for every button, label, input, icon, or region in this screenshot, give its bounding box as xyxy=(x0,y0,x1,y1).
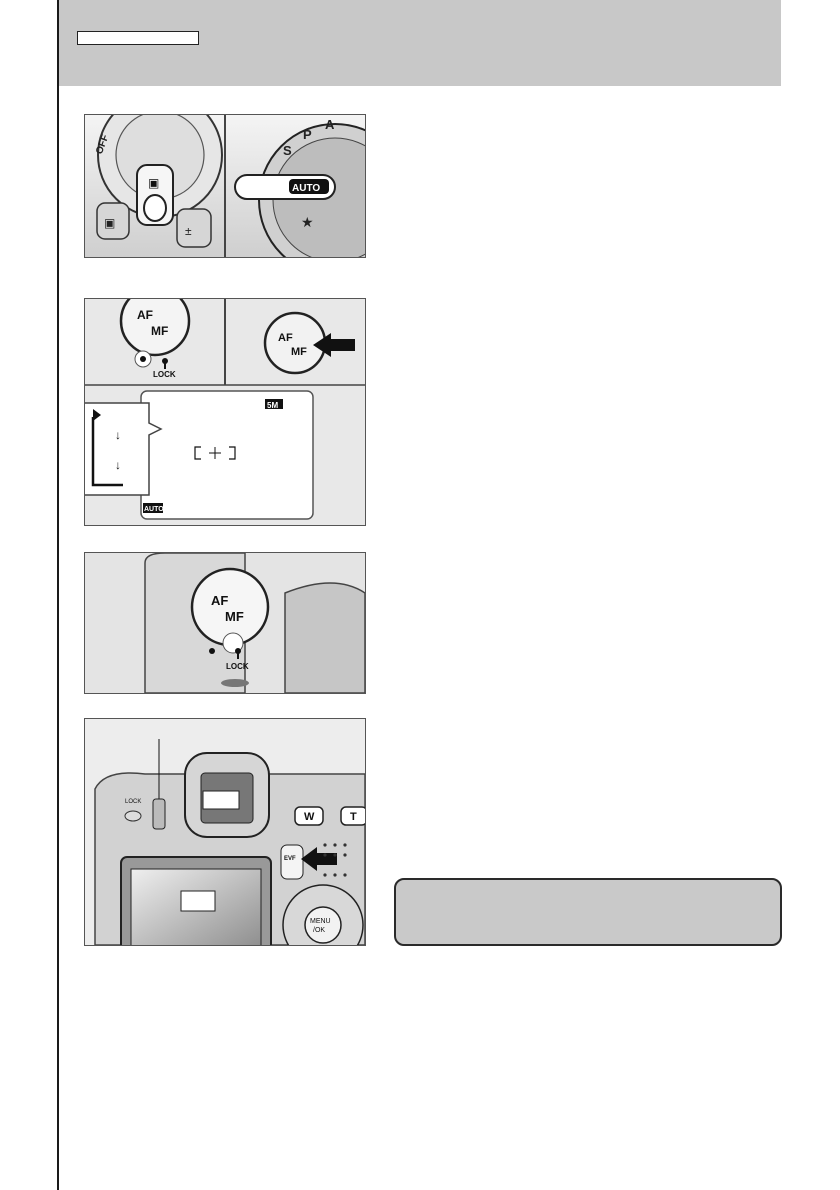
tele-label: T xyxy=(350,811,357,823)
evf-button-label: EVF xyxy=(284,856,296,862)
down-arrow-icon-2: ↓ xyxy=(115,458,121,472)
page-header xyxy=(59,0,781,86)
af-label-right: AF xyxy=(278,332,293,344)
lcd-indicator xyxy=(180,890,216,912)
dial-a: A xyxy=(325,117,335,132)
mode-badge: AUTO xyxy=(144,506,164,513)
dial-p: P xyxy=(303,127,312,142)
size-badge: 5M xyxy=(267,401,278,410)
zoom-tele-button xyxy=(340,806,365,826)
left-margin-rule xyxy=(57,0,59,1190)
mf-label-right: MF xyxy=(291,346,307,358)
note-box xyxy=(394,878,782,946)
figure-power-mode-dial: OFF ▣ ▣ ± S P A AUTO ★ xyxy=(84,114,366,258)
camera-icon: ▣ xyxy=(148,176,159,190)
burst-icon: ▣ xyxy=(104,216,115,230)
scene-icon: ★ xyxy=(301,214,314,230)
mf-label-closeup: MF xyxy=(225,609,244,624)
switch-knob xyxy=(143,194,167,222)
figure-focus-switch: AF MF LOCK AF MF 5M AUTO ↓ ↓ xyxy=(84,298,366,526)
menu-ok-button xyxy=(304,906,342,944)
wide-label: W xyxy=(304,811,315,823)
lcd-screen xyxy=(140,390,314,520)
af-label-closeup: AF xyxy=(211,593,228,608)
figure-lock-closeup: AF MF LOCK xyxy=(84,552,366,694)
exposure-comp-icon: ± xyxy=(185,224,192,238)
evf-lcd-button xyxy=(280,844,304,880)
zoom-wide-button xyxy=(294,806,324,826)
mf-label: MF xyxy=(151,324,168,338)
down-arrow-icon: ↓ xyxy=(115,428,121,442)
af-label: AF xyxy=(137,308,153,322)
press-arrow-icon xyxy=(313,333,355,357)
evf-indicator xyxy=(202,790,240,810)
lock-label-back: LOCK xyxy=(125,799,141,805)
ok-label: /OK xyxy=(313,927,325,934)
section-label xyxy=(77,31,199,45)
dial-s: S xyxy=(283,143,292,158)
figure-camera-back: LOCK W T EVF MENU /OK xyxy=(84,718,366,946)
menu-label: MENU xyxy=(310,918,331,925)
press-arrow-back-icon xyxy=(301,847,337,871)
lock-label-closeup: LOCK xyxy=(226,662,249,671)
auto-mode-label: AUTO xyxy=(292,183,320,194)
lock-label: LOCK xyxy=(153,370,176,379)
